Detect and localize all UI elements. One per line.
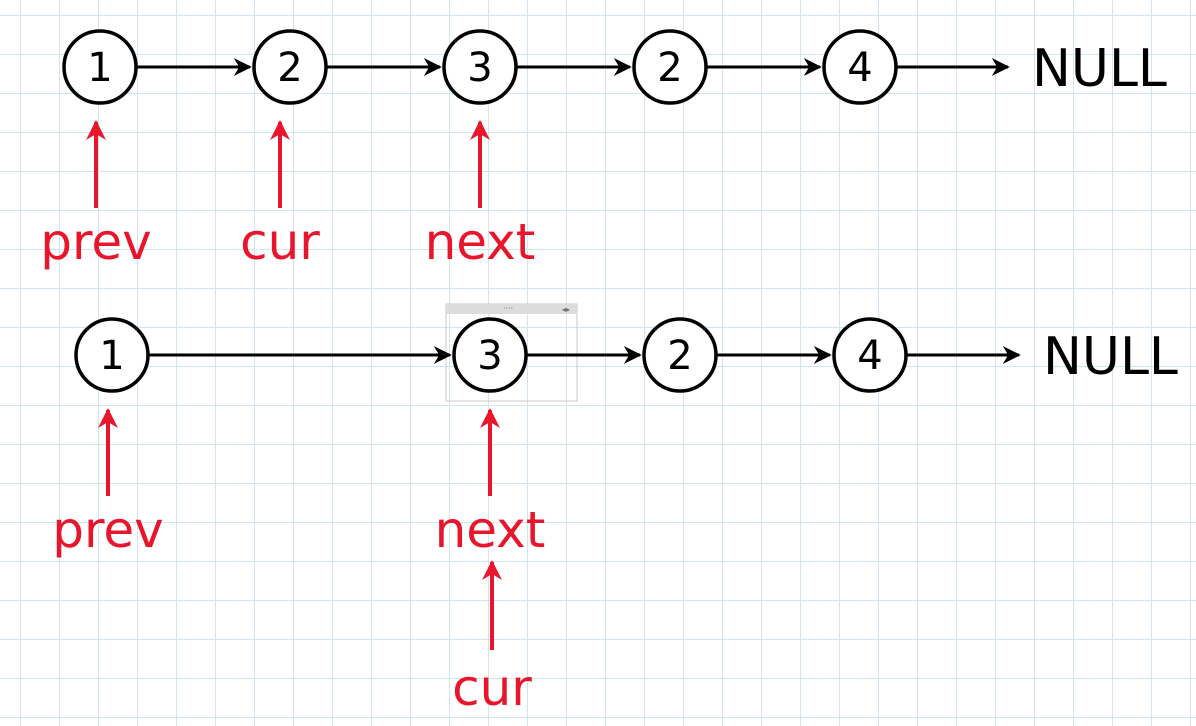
node-value: 2: [277, 45, 302, 91]
pointer-next: next: [435, 408, 546, 559]
pointer-prev: prev: [40, 120, 152, 271]
list-node[interactable]: 1: [74, 317, 150, 393]
node-circle: [632, 29, 708, 105]
pointer-prev: prev: [52, 408, 164, 559]
node-circle: [442, 29, 518, 105]
null-terminator: NULL: [1032, 39, 1167, 99]
row2-pointers: prev next cur: [52, 408, 546, 717]
node-circle: [452, 317, 528, 393]
list-node[interactable]: 2: [642, 317, 718, 393]
pointer-label: prev: [52, 501, 164, 559]
drag-handle-icon[interactable]: ····: [503, 304, 513, 313]
list-node[interactable]: 4: [822, 29, 898, 105]
list-node[interactable]: 3: [452, 317, 528, 393]
pointer-next: next: [425, 120, 536, 271]
list-node[interactable]: 4: [832, 317, 908, 393]
node-circle: [822, 29, 898, 105]
row1-nodes: 1 2 3 2 4 NULL: [62, 29, 1167, 105]
pointer-label: next: [425, 213, 536, 271]
node-circle: [252, 29, 328, 105]
list-node[interactable]: 2: [632, 29, 708, 105]
pointer-cur: cur: [452, 560, 532, 717]
node-value: 4: [857, 333, 882, 379]
node-circle: [642, 317, 718, 393]
pointer-cur: cur: [240, 120, 320, 271]
null-terminator: NULL: [1043, 327, 1178, 387]
list-node[interactable]: 2: [252, 29, 328, 105]
node-value: 1: [99, 333, 124, 379]
pointer-label: cur: [452, 659, 532, 717]
resize-arrows-icon[interactable]: ◂▸: [562, 305, 570, 314]
node-value: 3: [467, 45, 492, 91]
pointer-label: cur: [240, 213, 320, 271]
node-circle: [62, 29, 138, 105]
list-node[interactable]: 3: [442, 29, 518, 105]
pointer-label: prev: [40, 213, 152, 271]
list-node[interactable]: 1: [62, 29, 138, 105]
node-value: 2: [657, 45, 682, 91]
node-circle: [74, 317, 150, 393]
pointer-label: next: [435, 501, 546, 559]
node-value: 2: [667, 333, 692, 379]
row1-pointers: prev cur next: [40, 120, 536, 271]
node-value: 1: [87, 45, 112, 91]
node-value: 3: [477, 333, 502, 379]
node-value: 4: [847, 45, 872, 91]
row2-nodes: 1 3 2 4 NULL: [74, 317, 1178, 393]
node-circle: [832, 317, 908, 393]
